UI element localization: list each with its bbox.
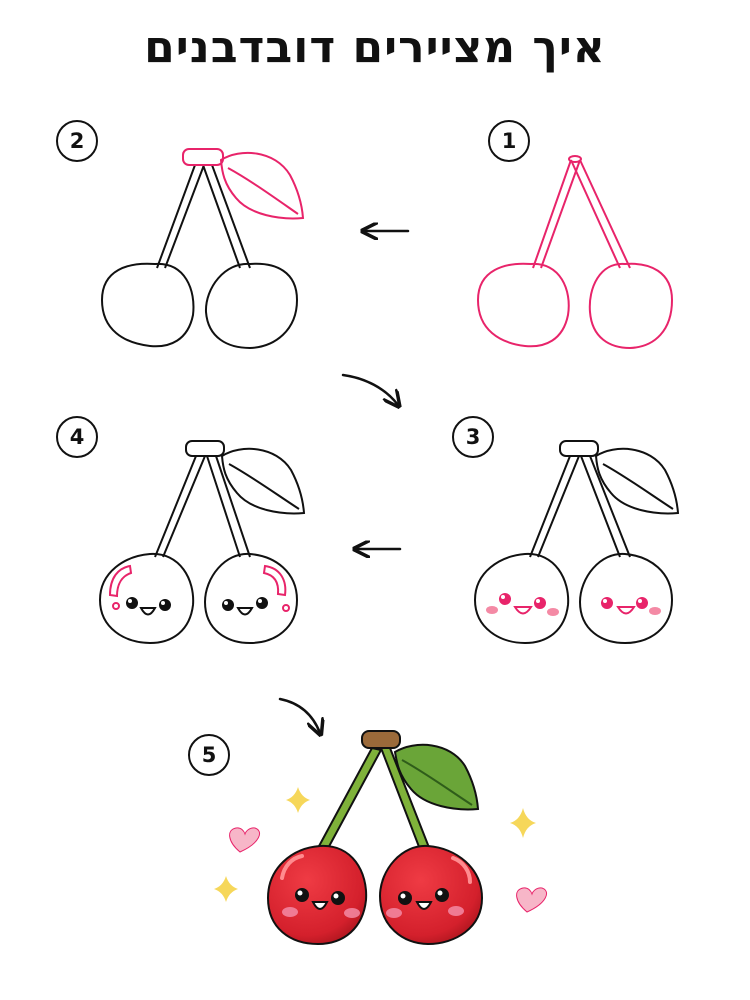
step-1-drawing	[476, 155, 674, 350]
step-badge-2: 2	[56, 120, 98, 162]
step-3-leaf	[594, 447, 680, 515]
step-2-leaf	[219, 151, 305, 220]
step-1-left-cherry	[476, 262, 570, 348]
step-badge-3: 3	[452, 416, 494, 458]
page-title: איך מציירים דובדבנים	[144, 22, 606, 73]
step-2-stem-cap	[182, 148, 224, 166]
step-5-stem-cap	[361, 730, 401, 749]
step-5-drawing	[214, 730, 547, 946]
step-5-right-cherry	[378, 844, 484, 946]
step-3-left-cherry	[473, 552, 570, 645]
step-5-left-cherry	[266, 844, 368, 946]
step-4-left-cherry	[98, 552, 195, 645]
step-1-right-cherry	[588, 262, 674, 350]
step-badge-1: 1	[488, 120, 530, 162]
step-5-left-stem	[316, 746, 383, 854]
step-2-drawing	[100, 148, 305, 350]
step-2-left-cherry	[100, 262, 195, 348]
step-3-drawing	[473, 440, 680, 645]
step-badge-4: 4	[56, 416, 98, 458]
step-3-right-cherry	[578, 552, 674, 645]
heart-icon	[516, 887, 547, 913]
step-4-drawing	[98, 440, 306, 645]
step-badge-5: 5	[188, 734, 230, 776]
heart-icon	[229, 827, 260, 853]
step-1-stems	[532, 155, 631, 269]
sparkle-icon	[214, 787, 536, 902]
step-5-leaf	[393, 743, 480, 811]
step-4-right-cherry	[203, 552, 299, 645]
step-3-right-face	[601, 597, 661, 615]
step-4-leaf	[220, 447, 306, 515]
arrow-icon	[278, 231, 410, 733]
step-3-left-face	[486, 593, 559, 616]
step-2-right-cherry	[204, 262, 299, 350]
